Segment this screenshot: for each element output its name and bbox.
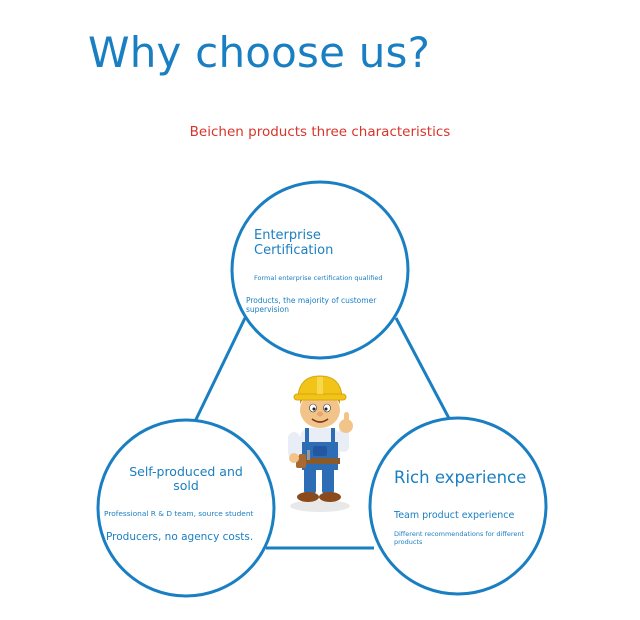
enterprise-title-line1: Enterprise	[254, 228, 321, 243]
self-produced-title-line2: sold	[173, 478, 199, 494]
circle-enterprise-certification	[230, 180, 410, 360]
enterprise-line1: Formal enterprise certification qualifie…	[254, 274, 383, 282]
circle-self-produced	[96, 418, 276, 598]
construction-worker-icon	[288, 375, 353, 512]
rich-experience-line2: Different recommendations for different …	[394, 530, 525, 546]
rich-experience-title: Rich experience	[394, 468, 527, 487]
circle-rich-experience	[368, 416, 548, 596]
self-produced-title: Self-produced and sold	[120, 464, 252, 494]
self-produced-line2: Producers, no agency costs.	[106, 531, 254, 543]
enterprise-title-line2: Certification	[254, 242, 334, 258]
self-produced-title-line1: Self-produced and	[129, 464, 243, 479]
rich-experience-line1: Team product experience	[394, 510, 515, 521]
connector-top-right	[394, 317, 454, 425]
page-title: Why choose us?	[88, 28, 431, 77]
page-subtitle: Beichen products three characteristics	[189, 124, 451, 140]
enterprise-certification-title: Enterprise Certification	[254, 228, 334, 259]
enterprise-line2: Products, the majority of customer super…	[246, 296, 377, 314]
self-produced-line1: Professional R & D team, source student	[104, 509, 254, 518]
connector-top-left	[186, 317, 247, 437]
